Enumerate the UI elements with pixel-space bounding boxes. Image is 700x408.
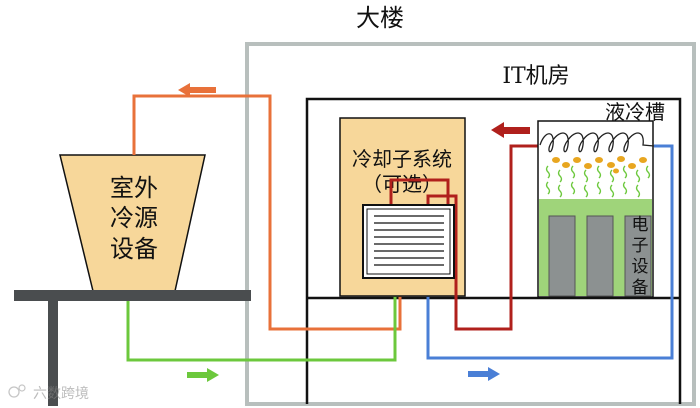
support-table-top [14,290,251,301]
electronic-equipment-char-4: 备 [632,278,649,298]
dark-red-pipe [389,178,450,206]
orange-pipe [132,94,402,331]
electronic-equipment-char-1: 电 [632,215,649,235]
blue-flow-arrow [468,367,500,381]
electronic-equipment-char-3: 设 [632,257,649,277]
blue-pipe [426,144,674,360]
it-room-label: IT机房 [502,64,569,89]
condenser-coil [539,132,655,153]
dark-red-flow-arrow [491,122,530,138]
electronic-module-1 [548,215,576,297]
cooling-subsystem-title: 冷却子系统 [352,147,452,171]
watermark: 六数跨境 [8,384,89,402]
electronic-equipment-char-2: 子 [632,236,649,256]
cooling-subsystem-optional: （可选） [362,172,442,196]
building-outline [245,42,696,406]
electronic-module-3 [624,215,652,297]
outdoor-cooling-line-1: 室外 [110,174,158,202]
dark-red-pipe-secondary [426,144,538,331]
it-room-outline [305,97,682,404]
green-flow-arrow [187,368,219,382]
outdoor-cooling-line-3: 设备 [110,235,158,263]
building-label: 大楼 [356,4,404,32]
outdoor-cooling-line-2: 冷源 [110,204,158,232]
condensate-droplets [552,156,647,174]
support-table-leg [48,300,58,406]
watermark-text: 六数跨境 [33,386,89,402]
liquid-tank-label: 液冷槽 [605,100,665,124]
electronic-module-2 [586,215,614,297]
green-pipe [126,280,397,362]
heat-exchanger [362,204,455,279]
vapor-squiggles [545,165,651,198]
orange-flow-arrow [178,83,216,97]
